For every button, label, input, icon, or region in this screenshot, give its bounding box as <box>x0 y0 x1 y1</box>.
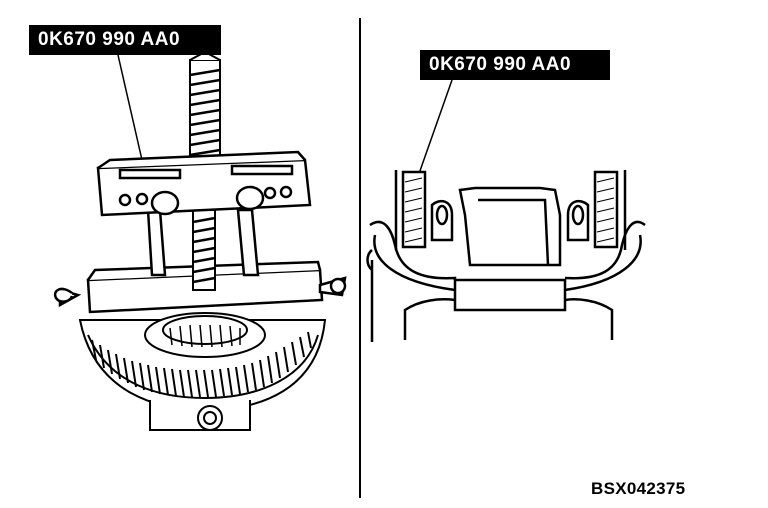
tool-number-label-right: 0K670 990 AA0 <box>420 50 610 80</box>
case-right <box>564 298 614 340</box>
left-jaw-hatch <box>404 177 423 243</box>
shaft-collar <box>453 278 567 312</box>
tool-number-label-left: 0K670 990 AA0 <box>29 25 221 55</box>
left-leader-line <box>117 54 143 161</box>
panel-divider <box>359 18 361 498</box>
right-leader-line <box>414 79 453 186</box>
puller-crossbar <box>96 150 312 217</box>
right-jaw-hatch <box>596 177 615 243</box>
ring-gear <box>78 312 327 431</box>
shaft-end <box>458 186 562 267</box>
figure-code: BSX042375 <box>591 479 686 498</box>
case-left <box>403 298 456 340</box>
